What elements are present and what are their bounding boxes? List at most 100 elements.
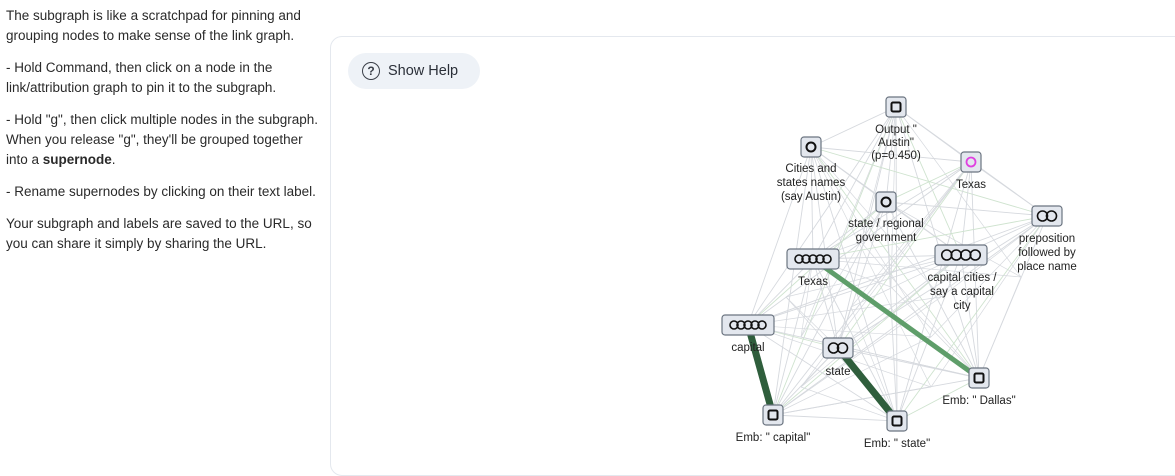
node-label-emb_dallas-0[interactable]: Emb: " Dallas" (942, 395, 1015, 407)
edge-texas_top-emb_capital (772, 161, 972, 416)
node-label-cities-0[interactable]: Cities and (785, 163, 836, 175)
node-output[interactable]: Output "Austin"(p=0.450) (871, 96, 921, 162)
edge-output-texas_mid (812, 106, 897, 260)
edge-faint-18 (785, 254, 962, 298)
double-circle-icon (827, 342, 849, 354)
node-state_regional[interactable]: state / regional government (848, 191, 924, 244)
node-box-cities (800, 136, 822, 158)
edge-cities-emb_capital (772, 146, 812, 416)
edge-texas_top-emb_state (896, 161, 972, 422)
node-emb_dallas[interactable]: Emb: " Dallas" (942, 367, 1016, 407)
edge-faint-13 (885, 201, 1022, 278)
node-label-capital_cities-1[interactable]: say a capital (930, 286, 994, 298)
help-paragraph-5: Your subgraph and labels are saved to th… (6, 216, 312, 251)
node-label-emb_state-0[interactable]: Emb: " state" (864, 438, 930, 450)
question-icon: ? (362, 62, 380, 80)
edge-faint-4 (810, 146, 932, 338)
help-paragraph-4: - Rename supernodes by clicking on their… (6, 184, 316, 199)
edge-faint-23 (812, 258, 1022, 278)
edge-preposition-emb_state (896, 215, 1048, 422)
edge-layer (744, 106, 1048, 425)
show-help-button[interactable]: ? Show Help (348, 53, 480, 89)
edge-faint-35 (772, 296, 942, 416)
node-texas_top[interactable]: Texas (956, 151, 986, 191)
edge-faint-19 (800, 254, 962, 388)
node-label-preposition-1[interactable]: followed by (1018, 247, 1076, 259)
node-cities[interactable]: Cities and states names (say Austin) (777, 136, 846, 203)
node-box-output (885, 96, 907, 118)
edge-cities-emb_state (810, 146, 898, 422)
node-box-texas_mid (786, 248, 840, 270)
edge-texas_top-state (837, 161, 972, 349)
node-box-emb_state (886, 410, 908, 432)
edge-faint-24 (747, 324, 932, 338)
node-preposition[interactable]: preposition followed by place name (1017, 205, 1077, 273)
quint-circle-icon (794, 254, 832, 264)
edge-faint-3 (895, 106, 1022, 278)
edge-output-cities (810, 106, 897, 148)
help-paragraph-2: - Hold Command, then click on a node in … (6, 60, 277, 95)
node-label-output-1[interactable]: Austin" (878, 137, 914, 149)
node-label-preposition-2[interactable]: place name (1017, 261, 1076, 273)
edge-faint-14 (930, 215, 1048, 338)
node-emb_state[interactable]: Emb: " state" (864, 410, 930, 450)
edge-cities-capital (747, 146, 812, 326)
edge-state_regional-preposition (885, 201, 1048, 217)
subgraph-canvas[interactable]: Output "Austin"(p=0.450)Cities andstates… (331, 37, 1171, 467)
edge-capital-emb_state (747, 324, 898, 422)
edge-texas_mid-capital (747, 258, 814, 326)
edge-faint-36 (772, 386, 932, 416)
supernode-term: supernode (42, 152, 112, 167)
edge-emb_dallas-emb_state (896, 377, 980, 422)
square-icon (890, 101, 902, 113)
strong-edge-capital-emb_capital (744, 321, 777, 419)
node-capital[interactable]: capital (721, 314, 775, 354)
edge-texas_mid-emb_capital (772, 258, 814, 416)
strong-edge-state-emb_state (834, 344, 901, 425)
node-label-state_regional-1[interactable]: government (856, 232, 918, 244)
circle-icon (880, 196, 892, 208)
node-box-capital (721, 314, 775, 336)
node-label-cities-2[interactable]: (say Austin) (781, 191, 841, 203)
edge-state_regional-emb_capital (772, 201, 887, 416)
edge-output-state (837, 106, 897, 349)
square-icon (973, 372, 985, 384)
edge-texas_top-capital_cities (960, 161, 972, 256)
square-icon (767, 409, 779, 421)
node-emb_capital[interactable]: Emb: " capital" (736, 404, 811, 444)
node-label-cities-1[interactable]: states names (777, 177, 846, 189)
node-label-capital-0[interactable]: capital (731, 342, 764, 354)
node-label-texas_top-0[interactable]: Texas (956, 179, 986, 191)
help-paragraph-3-end: . (111, 152, 116, 167)
node-label-texas_mid-0[interactable]: Texas (798, 276, 828, 288)
node-texas_mid[interactable]: Texas (786, 248, 840, 288)
subgraph-panel: ? Show Help Output "Austin"(p=0.450) Citi… (330, 36, 1175, 476)
node-box-texas_top (960, 151, 982, 173)
node-label-emb_capital-0[interactable]: Emb: " capital" (736, 432, 811, 444)
edge-faint-34 (772, 336, 932, 416)
edge-faint-7 (850, 161, 972, 308)
node-box-state_regional (875, 191, 897, 213)
strong-edge-texas_mid-emb_dallas (810, 256, 982, 381)
edge-preposition-texas_mid (812, 215, 1048, 260)
node-label-output-2[interactable]: (p=0.450) (871, 150, 921, 162)
edge-output-emb_dallas (895, 106, 980, 379)
node-state[interactable]: state (822, 337, 854, 378)
edge-capital_cities-emb_dallas (960, 254, 980, 379)
node-capital_cities[interactable]: capital cities / say a capital city (927, 244, 997, 312)
node-label-state-0[interactable]: state (826, 366, 851, 378)
edge-faint-5 (810, 146, 942, 298)
help-text-panel: The subgraph is like a scratchpad for pi… (0, 0, 318, 468)
node-label-output-0[interactable]: Output " (875, 124, 917, 136)
edge-cities-state (810, 146, 839, 349)
node-label-capital_cities-2[interactable]: city (953, 300, 971, 312)
help-paragraph-3-text: - Hold "g", then click multiple nodes in… (6, 112, 319, 167)
node-label-capital_cities-0[interactable]: capital cities / (927, 272, 997, 284)
edge-emb_capital-emb_state (772, 414, 898, 422)
edge-faint-15 (940, 215, 1048, 298)
edge-cities-texas_mid (810, 146, 814, 260)
node-label-state_regional-0[interactable]: state / regional (848, 218, 923, 230)
node-label-preposition-0[interactable]: preposition (1019, 233, 1075, 245)
edge-cities-texas_top (810, 146, 972, 163)
edge-faint-25 (747, 296, 942, 326)
